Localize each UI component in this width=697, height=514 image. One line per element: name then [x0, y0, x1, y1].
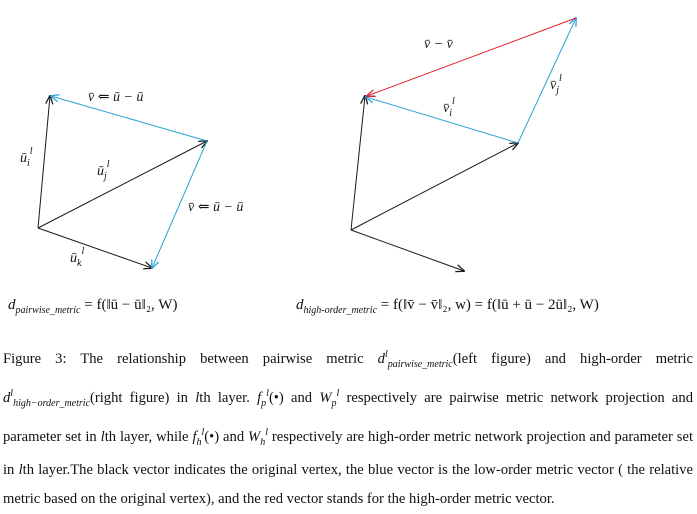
vector-u-k: [37, 227, 152, 268]
label-u-i: ūil: [20, 146, 33, 169]
figure-caption: Figure 3: The relationship between pairw…: [3, 349, 694, 508]
vector-u-j: [37, 141, 207, 229]
label-v-diff: v̄ − v̄: [424, 37, 454, 52]
vector-v-i: [51, 96, 208, 142]
vector-v-j: [152, 140, 208, 268]
label-u-j: ūjl: [97, 159, 110, 182]
equation-high-order: dhigh-order_metric = f(‖v̄ − v̄‖₂, w) = …: [296, 297, 599, 316]
vector-v-i-right: [366, 97, 519, 144]
figure-diagram: ūil ūjl ūkl v̄ ⇐ ū − ū v̄ ⇐ ū − ū v̄ − v…: [8, 0, 599, 316]
left-figure: ūil ūjl ūkl v̄ ⇐ ū − ū v̄ ⇐ ū − ū: [20, 90, 243, 269]
vector-v-j-right: [517, 18, 576, 144]
label-v-i-definition: v̄ ⇐ ū − ū: [88, 90, 143, 105]
label-v-i-right: v̄il: [443, 96, 455, 119]
vector-u-j-right: [350, 143, 518, 231]
label-v-j-definition: v̄ ⇐ ū − ū: [188, 200, 243, 215]
vector-u-i: [37, 96, 50, 229]
label-u-k: ūkl: [70, 246, 84, 269]
right-figure: v̄ − v̄ v̄il v̄jl: [350, 17, 577, 271]
equation-pairwise: dpairwise_metric = f(‖ū − ū‖₂, W): [8, 297, 177, 316]
vector-high-order: [367, 17, 577, 96]
label-v-j-right: v̄jl: [550, 73, 562, 96]
vector-u-i-right: [350, 96, 365, 231]
vector-u-k-right: [350, 229, 464, 271]
